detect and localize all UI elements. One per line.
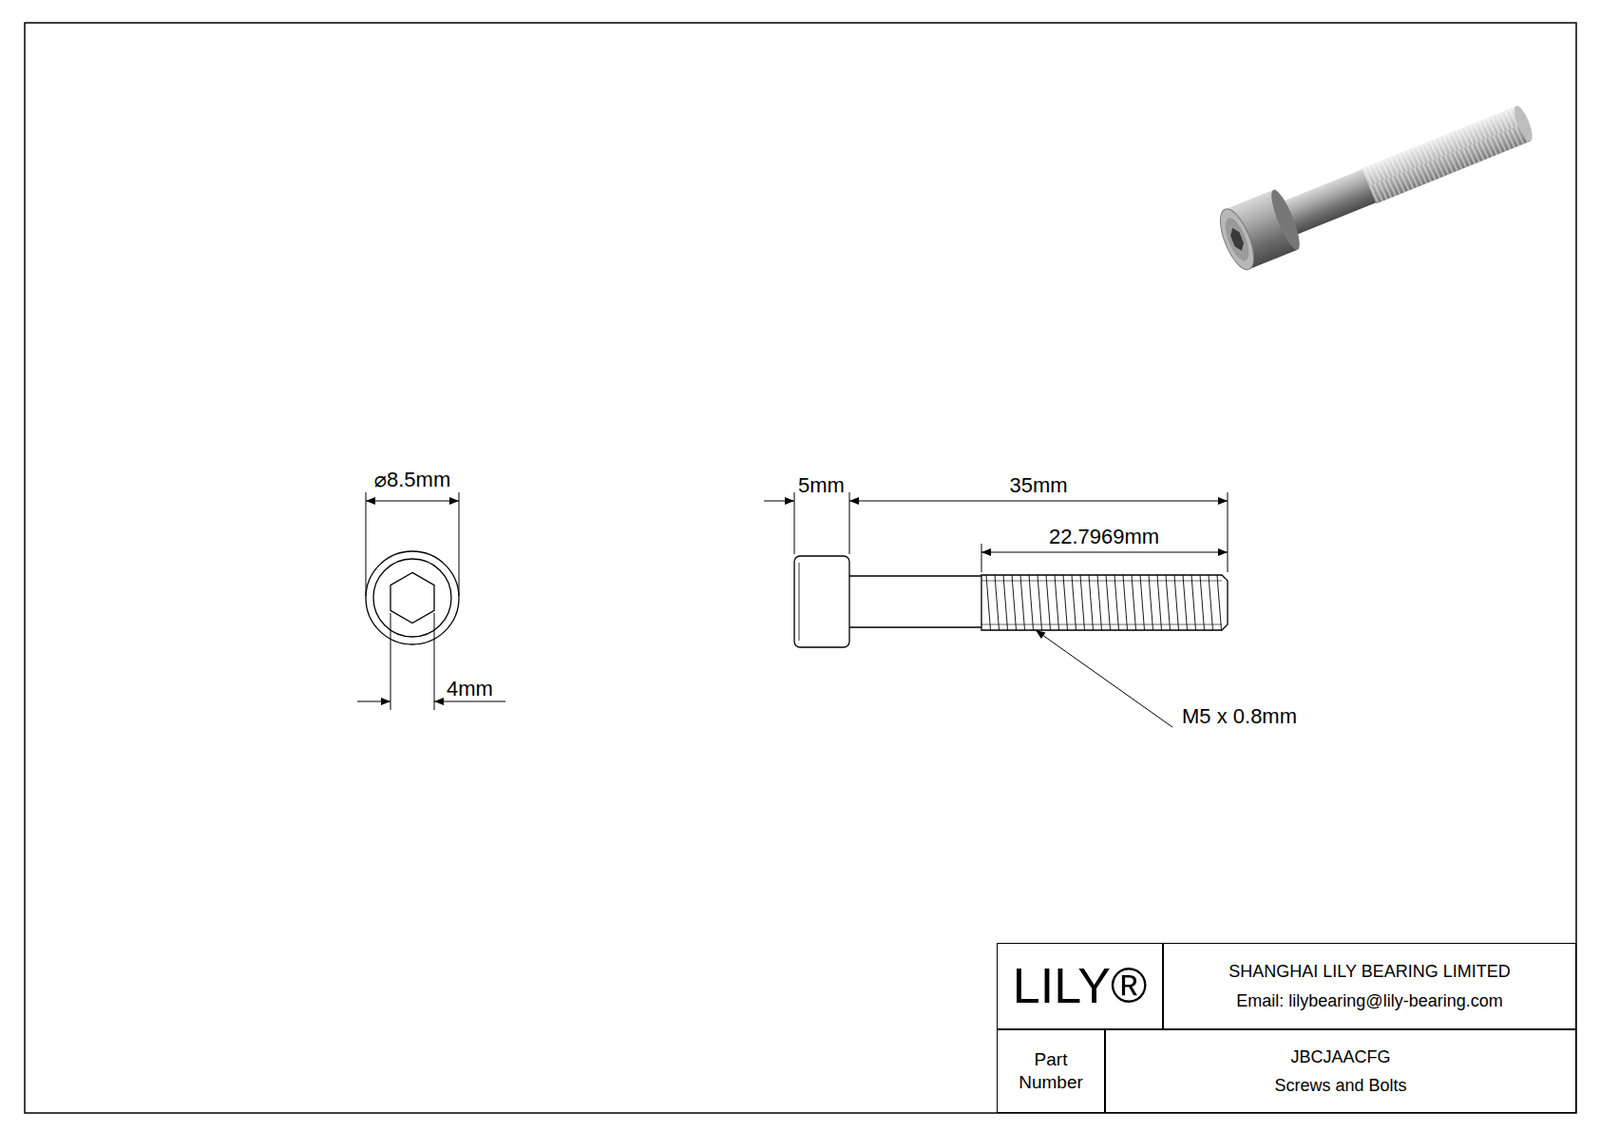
drawing-stroke	[986, 574, 1222, 630]
thread-stroke	[1063, 574, 1068, 630]
thread-stroke	[1182, 574, 1188, 630]
drawing-stroke	[1362, 106, 1531, 205]
drawing-stroke	[390, 571, 435, 623]
part-category: Screws and Bolts	[1274, 1074, 1407, 1097]
drawing-stroke	[1220, 214, 1255, 264]
drawing-stroke	[763, 500, 795, 502]
head-length-dimension: 5mm	[796, 474, 847, 497]
thread-stroke	[1088, 574, 1094, 630]
drawing-stroke	[799, 562, 800, 641]
thread-stroke	[1191, 574, 1197, 630]
drawing-stroke	[434, 612, 436, 710]
end-view	[357, 492, 506, 710]
title-block-cell: JBCJAACFG Screws and Bolts	[1104, 1028, 1577, 1113]
thread-stroke	[1037, 574, 1043, 630]
thread-stroke	[1165, 574, 1171, 630]
screw-render	[1213, 91, 1541, 274]
title-block-cell: LILY®	[996, 942, 1163, 1029]
thread-stroke	[1208, 574, 1214, 630]
thread-stroke	[1003, 574, 1009, 630]
thread-stroke	[1080, 574, 1086, 630]
drawing-stroke	[1213, 204, 1261, 274]
title-block-cell: SHANGHAI LILY BEARING LIMITED Email: lily…	[1162, 942, 1577, 1029]
thread-stroke	[986, 574, 991, 630]
part-number: JBCJAACFG	[1290, 1046, 1391, 1068]
thread-stroke	[1105, 574, 1111, 630]
drawing-stroke	[1228, 226, 1247, 253]
thread-stroke	[1028, 574, 1034, 630]
drawing-stroke	[458, 492, 460, 596]
thread-stroke	[994, 574, 1000, 630]
drawing-stroke	[357, 701, 391, 703]
title-block-cell: Part Number	[996, 1028, 1105, 1113]
drawing-stroke	[981, 543, 983, 572]
thread-stroke	[1011, 574, 1017, 630]
thread-stroke	[1217, 574, 1222, 630]
thread-stroke	[1046, 574, 1051, 630]
drawing-stroke	[849, 575, 982, 628]
drawing-stroke	[981, 574, 1228, 630]
thread-stroke	[1097, 574, 1103, 630]
drawing-stroke	[794, 492, 796, 554]
drawing-stroke	[365, 492, 367, 596]
part-number-heading: Part Number	[1012, 1047, 1089, 1094]
drawing-stroke	[373, 558, 452, 637]
drawing-stroke	[365, 551, 459, 645]
length-dimension: 35mm	[1007, 474, 1069, 497]
thread-stroke	[1123, 574, 1128, 630]
drawing-stroke	[1035, 629, 1173, 727]
thread-stroke	[1114, 574, 1120, 630]
diameter-dimension: ⌀8.5mm	[372, 468, 453, 492]
drawing-stroke	[434, 701, 506, 703]
thread-length-dimension: 22.7969mm	[1047, 525, 1162, 549]
thread-stroke	[1071, 574, 1077, 630]
thread-stroke	[1054, 574, 1060, 630]
drawing-stroke	[1227, 492, 1229, 572]
thread-stroke	[1200, 574, 1205, 630]
company-logo: LILY®	[1012, 954, 1147, 1017]
drawing-stroke	[390, 612, 392, 710]
thread-stroke	[1020, 574, 1026, 630]
drawing-stroke	[1362, 106, 1531, 205]
side-view	[763, 492, 1228, 727]
thread-stroke	[1148, 574, 1154, 630]
drawing-stroke	[1510, 103, 1536, 144]
drawing-stroke	[794, 555, 850, 648]
company-email: Email: lilybearing@lily-bearing.com	[1236, 990, 1503, 1012]
drawing-stroke	[1266, 187, 1305, 253]
thread-callout: M5 x 0.8mm	[1180, 704, 1299, 728]
socket-dimension: 4mm	[444, 677, 496, 701]
drawing-stroke	[981, 552, 1228, 553]
thread-stroke	[1131, 574, 1137, 630]
drawing-stroke	[849, 492, 851, 554]
thread-stroke	[1140, 574, 1145, 630]
drawing-stroke	[849, 500, 1228, 502]
thread-stroke	[1174, 574, 1180, 630]
drawing-stroke	[365, 500, 459, 502]
thread-stroke	[1157, 574, 1162, 630]
company-name: SHANGHAI LILY BEARING LIMITED	[1228, 960, 1510, 983]
sheet-border	[24, 22, 1577, 1113]
